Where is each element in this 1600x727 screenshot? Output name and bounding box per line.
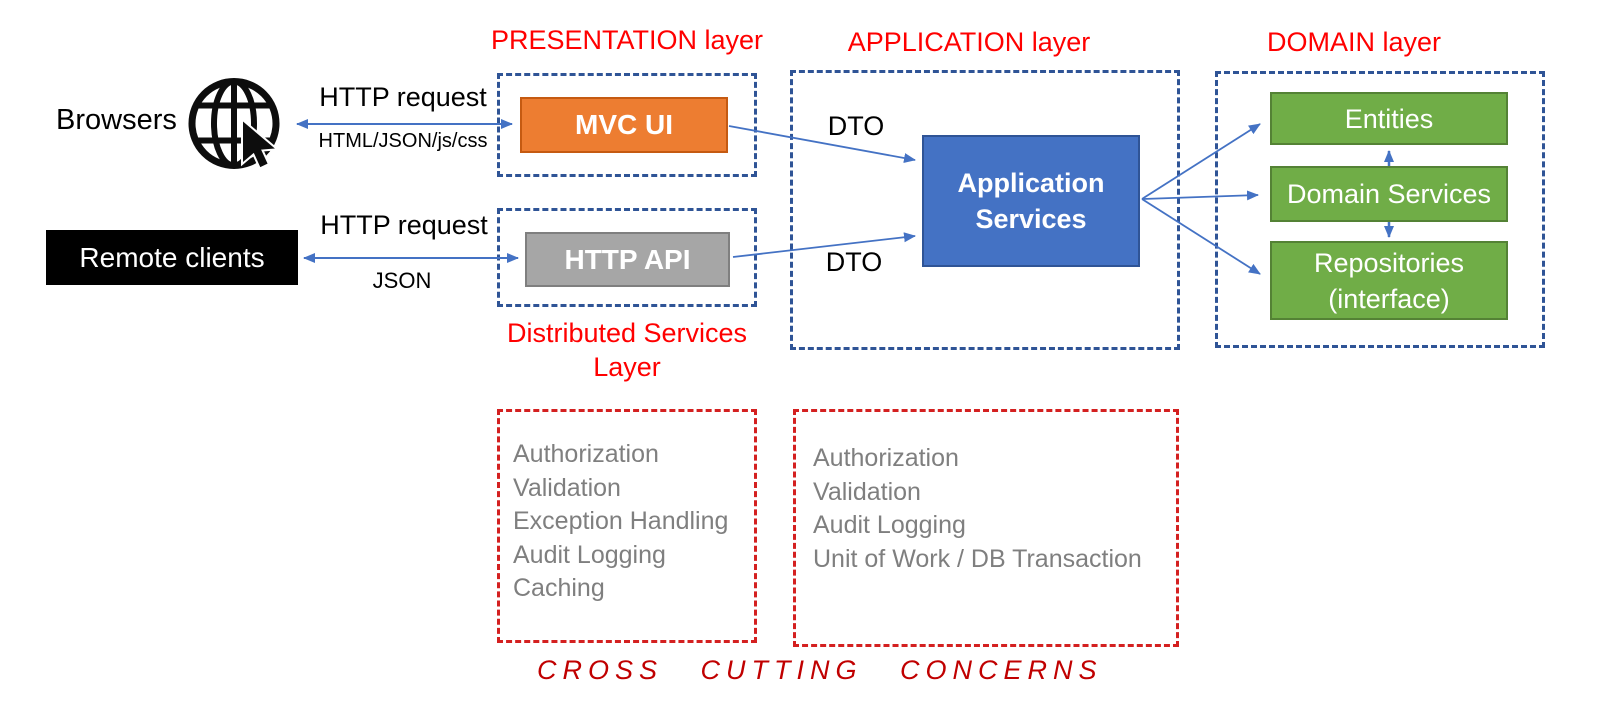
http-request-top-label: HTTP request [319, 82, 487, 112]
presentation-layer-title: PRESENTATION layer [490, 25, 764, 55]
globe-cursor-icon [186, 74, 286, 177]
mvc-ui-box: MVC UI [520, 97, 728, 153]
html-json-js-css-label: HTML/JSON/js/css [318, 130, 488, 152]
json-label: JSON [372, 268, 432, 293]
cross-cutting-left-list: Authorization Validation Exception Handl… [513, 438, 728, 606]
list-item: Validation [813, 477, 921, 506]
entities-box: Entities [1270, 92, 1508, 145]
domain-services-box: Domain Services [1270, 166, 1508, 222]
list-item: Caching [513, 574, 605, 602]
application-layer-title: APPLICATION layer [847, 27, 1091, 57]
http-api-box: HTTP API [525, 232, 730, 287]
domain-layer-title: DOMAIN layer [1266, 27, 1442, 57]
repositories-box: Repositories (interface) [1270, 241, 1508, 320]
http-request-bottom-label: HTTP request [320, 210, 488, 240]
list-item: Authorization [513, 440, 659, 468]
list-item: Unit of Work / DB Transaction [813, 544, 1142, 573]
cross-cutting-left-box [497, 409, 757, 643]
application-services-box: Application Services [922, 135, 1140, 267]
list-item: Authorization [813, 444, 959, 472]
cross-cutting-concerns-caption: CROSS CUTTING CONCERNS [537, 655, 1103, 685]
distributed-services-layer-title: Distributed Services Layer [506, 318, 748, 382]
cross-cutting-right-list: Authorization Validation Audit Logging U… [813, 442, 1142, 576]
list-item: Validation [513, 473, 621, 502]
list-item: Exception Handling [513, 507, 729, 535]
list-item: Audit Logging [813, 511, 966, 539]
remote-clients-box: Remote clients [46, 230, 298, 285]
browsers-label: Browsers [56, 104, 177, 136]
cross-cutting-right-box [793, 409, 1179, 647]
list-item: Audit Logging [513, 540, 666, 569]
